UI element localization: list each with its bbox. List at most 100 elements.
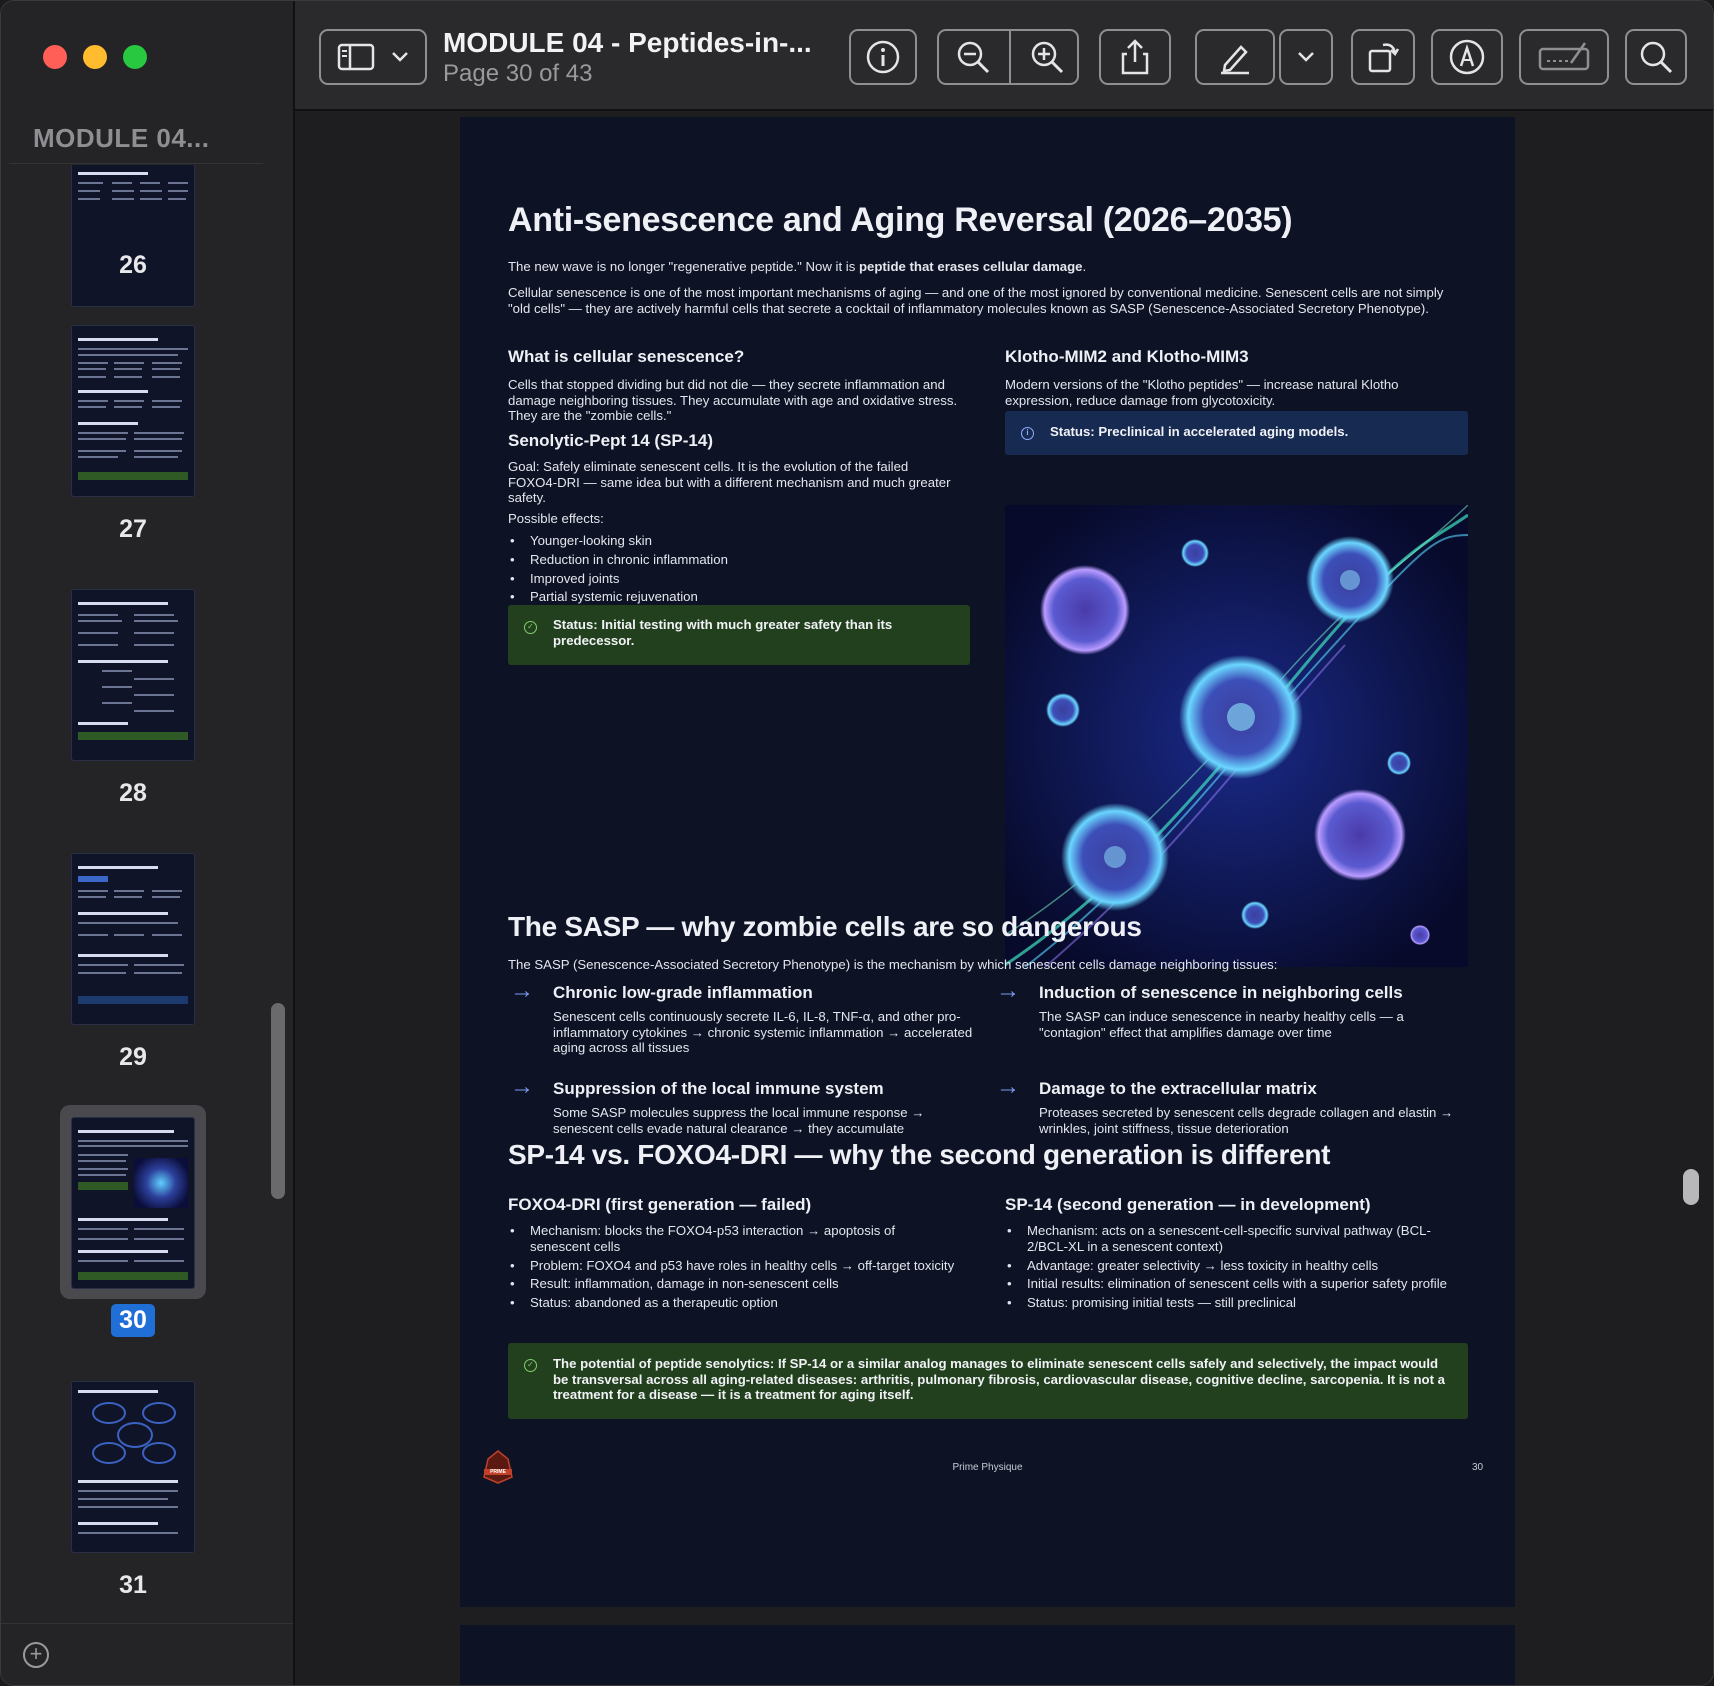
share-button[interactable] (1099, 29, 1171, 85)
list-item: Reduction in chronic inflammation (508, 552, 948, 568)
sasp-item-text: Some SASP molecules suppress the local i… (553, 1105, 925, 1136)
sasp-item-title: Damage to the extracellular matrix (1039, 1079, 1317, 1098)
intro-bold-text: peptide that erases cellular damage (858, 259, 1083, 274)
sasp-item-title: Chronic low-grade inflammation (553, 983, 813, 1002)
footer-brand: Prime Physique (952, 1462, 1023, 1473)
share-icon (1121, 39, 1149, 75)
heading-sasp: The SASP — why zombie cells are so dange… (508, 911, 1142, 942)
thumbnail-page-27[interactable] (71, 325, 195, 497)
thumbnail-page-31[interactable] (71, 1381, 195, 1553)
info-icon (866, 40, 900, 74)
rotate-icon (1368, 43, 1400, 73)
list-item: Improved joints (508, 571, 948, 587)
intro-paragraph-2: Cellular senescence is one of the most i… (508, 285, 1444, 316)
zoom-out-icon[interactable] (955, 39, 991, 75)
signature-icon (1538, 42, 1590, 71)
document-viewer[interactable]: Anti-senescence and Aging Reversal (2026… (295, 111, 1713, 1685)
sidebar-document-title: MODULE 04... (33, 123, 210, 153)
paragraph-sasp-intro: The SASP (Senescence-Associated Secretor… (508, 957, 1278, 972)
close-window-button[interactable] (43, 45, 67, 69)
sasp-item-text: Senescent cells continuously secrete IL-… (553, 1009, 973, 1055)
intro-text: The new wave is no longer "regenerative … (508, 259, 859, 274)
status-text-sp14: Status: Initial testing with much greate… (553, 617, 893, 648)
sidebar-footer: + (1, 1623, 293, 1685)
thumbnail-list[interactable]: 26 27 (1, 165, 271, 1625)
thumbnail-page-29[interactable] (71, 853, 195, 1025)
intro-text-end: . (1082, 259, 1087, 274)
paragraph-klotho: Modern versions of the "Klotho peptides"… (1005, 377, 1399, 408)
footer-page-number: 30 (1472, 1462, 1484, 1473)
document-scrollbar[interactable] (1683, 1169, 1699, 1205)
search-icon (1640, 41, 1673, 74)
foxo4-list: Mechanism: blocks the FOXO4-p53 interact… (508, 1223, 958, 1314)
senescent-cells-illustration (1005, 505, 1468, 967)
thumbnail-label-26: 26 (119, 251, 147, 279)
rotate-button[interactable] (1351, 29, 1415, 85)
arrow-right-icon: → (510, 977, 534, 1004)
callout-text: The potential of peptide senolytics: If … (553, 1356, 1445, 1402)
minimize-window-button[interactable] (83, 45, 107, 69)
effects-list: Younger-looking skin Reduction in chroni… (508, 533, 948, 608)
page-title: Anti-senescence and Aging Reversal (2026… (508, 201, 1293, 239)
sasp-item-text: Proteases secreted by senescent cells de… (1039, 1105, 1454, 1136)
list-item: Mechanism: blocks the FOXO4-p53 interact… (508, 1223, 958, 1255)
zoom-window-button[interactable] (123, 45, 147, 69)
sidebar-divider (9, 163, 263, 164)
chevron-down-icon (1298, 52, 1314, 62)
sidebar-scrollbar[interactable] (271, 1003, 285, 1199)
sidebar-toggle-button[interactable] (319, 29, 427, 85)
thumbnail-label-31: 31 (119, 1571, 147, 1599)
list-item: Problem: FOXO4 and p53 have roles in hea… (508, 1258, 958, 1274)
list-item: Initial results: elimination of senescen… (1005, 1276, 1455, 1292)
highlight-menu-button[interactable] (1279, 29, 1333, 85)
list-item: Status: promising initial tests — still … (1005, 1295, 1455, 1311)
chevron-down-icon (392, 52, 408, 62)
paragraph-what-is-senescence: Cells that stopped dividing but did not … (508, 377, 958, 423)
search-button[interactable] (1625, 29, 1687, 85)
thumbnail-label-30-selected: 30 (111, 1304, 155, 1337)
arrow-right-icon: → (996, 977, 1020, 1004)
paragraph-possible-effects: Possible effects: (508, 511, 604, 526)
list-item: Mechanism: acts on a senescent-cell-spec… (1005, 1223, 1455, 1255)
paragraph-sp14-goal: Goal: Safely eliminate senescent cells. … (508, 459, 951, 505)
check-circle-icon: ✓ (524, 1359, 537, 1372)
heading-sp14: Senolytic-Pept 14 (SP-14) (508, 431, 714, 450)
pdf-page-30: Anti-senescence and Aging Reversal (2026… (460, 117, 1515, 1607)
sasp-item-text: The SASP can induce senescence in nearby… (1039, 1009, 1404, 1040)
arrow-right-icon: → (510, 1073, 534, 1100)
highlight-button[interactable] (1195, 29, 1275, 85)
pen-icon (1221, 45, 1249, 75)
page-indicator: Page 30 of 43 (443, 60, 593, 87)
zoom-in-icon[interactable] (1029, 39, 1065, 75)
heading-sp14-second: SP-14 (second generation — in developmen… (1005, 1195, 1371, 1214)
list-item: Status: abandoned as a therapeutic optio… (508, 1295, 958, 1311)
arrow-right-icon: → (996, 1073, 1020, 1100)
list-item: Younger-looking skin (508, 533, 948, 549)
markup-button[interactable] (1431, 29, 1503, 85)
add-page-icon[interactable]: + (23, 1642, 49, 1668)
heading-compare: SP-14 vs. FOXO4-DRI — why the second gen… (508, 1139, 1331, 1170)
sidebar-icon (337, 43, 375, 71)
sasp-item-title: Suppression of the local immune system (553, 1079, 884, 1098)
prime-logo: PRIME (478, 1447, 518, 1487)
thumbnail-page-28[interactable] (71, 589, 195, 761)
sidebar: MODULE 04... 26 (1, 1, 295, 1685)
list-item: Advantage: greater selectivity → less to… (1005, 1258, 1455, 1274)
list-item: Result: inflammation, damage in non-sene… (508, 1276, 958, 1292)
status-text-klotho: Status: Preclinical in accelerated aging… (1050, 424, 1349, 439)
heading-foxo4: FOXO4-DRI (first generation — failed) (508, 1195, 812, 1214)
thumbnail-label-29: 29 (119, 1043, 147, 1071)
thumbnail-label-27: 27 (119, 515, 147, 543)
sp14-list: Mechanism: acts on a senescent-cell-spec… (1005, 1223, 1455, 1314)
info-circle-icon: i (1021, 427, 1034, 440)
markup-icon (1449, 39, 1485, 75)
thumbnail-page-30[interactable] (71, 1117, 195, 1289)
check-circle-icon: ✓ (524, 621, 537, 634)
status-box-sp14: ✓ Status: Initial testing with much grea… (508, 605, 970, 665)
thumbnail-label-28: 28 (119, 779, 147, 807)
info-button[interactable] (849, 29, 917, 85)
thumbnail-page-26[interactable] (71, 165, 195, 307)
callout-box: ✓ The potential of peptide senolytics: I… (508, 1343, 1468, 1419)
signature-button[interactable] (1519, 29, 1609, 85)
